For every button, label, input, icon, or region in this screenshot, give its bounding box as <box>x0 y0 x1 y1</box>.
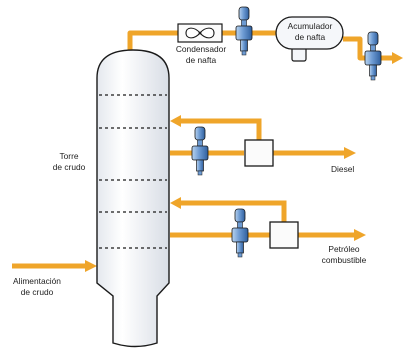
fuel-reflux-pipe <box>180 200 287 222</box>
control-valve-icon[interactable] <box>191 126 209 176</box>
fuel-exchanger-box <box>269 221 299 249</box>
tower-label-line2: de crudo <box>52 161 86 172</box>
feed-label-line2: de crudo <box>20 286 54 297</box>
accumulator-label-line1: Acumulador <box>287 21 333 31</box>
condenser-label: Condensador de nafta <box>170 44 232 65</box>
control-valve-icon[interactable] <box>364 31 382 81</box>
fuel-oil-label-line2: combustible <box>321 254 367 265</box>
diesel-label: Diesel <box>331 164 355 174</box>
feed-label: Alimentación de crudo <box>4 276 70 297</box>
feed-arrow <box>85 260 97 272</box>
diesel-reflux-arrow <box>170 115 181 127</box>
tower-label-line1: Torre <box>59 151 79 161</box>
tower-trays <box>99 94 167 249</box>
control-valve-icon[interactable] <box>235 6 253 56</box>
diesel-out-arrow <box>344 147 356 159</box>
fan-condenser-icon <box>177 23 223 43</box>
control-valve-icon[interactable] <box>231 208 249 258</box>
condenser-label-line1: Condensador <box>175 44 227 54</box>
naphtha-accumulator <box>275 16 344 62</box>
fuel-reflux-arrow <box>170 197 181 209</box>
feed-label-line1: Alimentación <box>13 276 61 286</box>
fuel-oil-label: Petróleo combustible <box>316 244 372 265</box>
tower-label: Torre de crudo <box>44 151 94 172</box>
accumulator-label: Acumulador de nafta <box>280 21 340 42</box>
accumulator-label-line2: de nafta <box>294 31 326 42</box>
overhead-outlet-arrow <box>392 52 403 64</box>
fuel-oil-label-line1: Petróleo <box>328 244 360 254</box>
fuel-out-arrow <box>354 229 366 241</box>
crude-tower <box>96 49 170 348</box>
condenser-label-line2: de nafta <box>185 54 217 65</box>
diesel-exchanger-box <box>244 139 274 167</box>
